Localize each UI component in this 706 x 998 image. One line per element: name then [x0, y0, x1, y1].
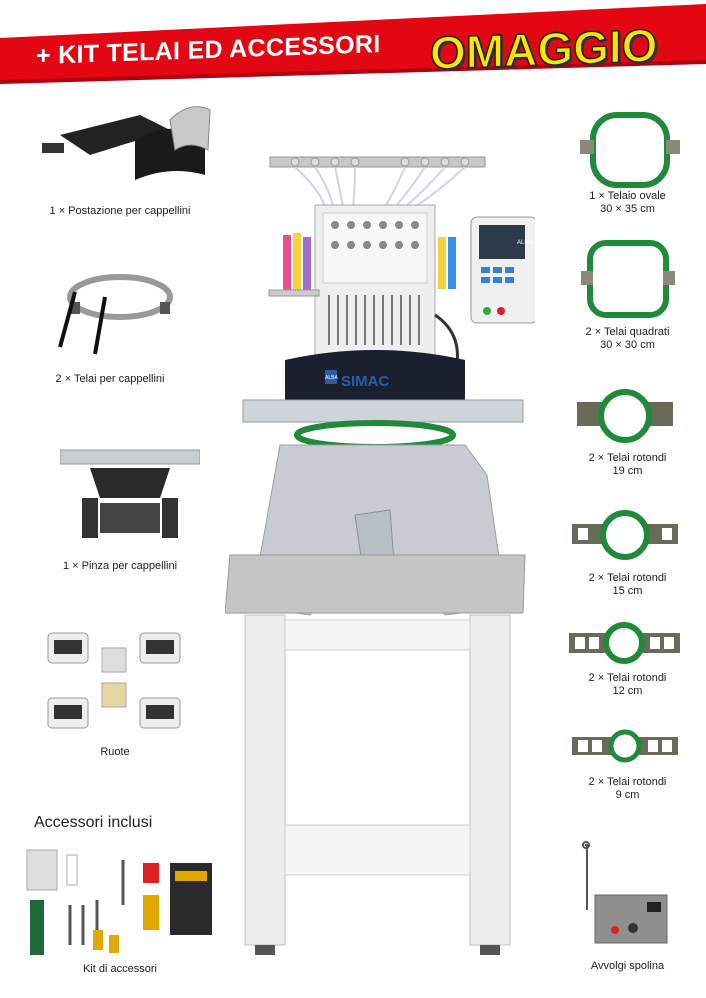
left-item-caption: 2 × Telai per cappellini: [55, 373, 165, 385]
right-item-line1: 2 × Telai rotondi: [588, 452, 667, 464]
left-item-caption: Ruote: [100, 746, 130, 758]
round-hoop-15-image: [570, 508, 680, 564]
right-item-line2: 30 × 35 cm: [600, 203, 655, 215]
right-item-caption: Avvolgi spolina: [590, 960, 665, 972]
right-item-caption: 2 × Telai rotondi 12 cm: [560, 672, 695, 698]
wheels-image: [40, 628, 190, 738]
left-item-caption: 1 × Postazione per cappellini: [49, 205, 191, 217]
right-item-line2: 9 cm: [615, 789, 640, 801]
right-item-line1: 1 × Telaio ovale: [589, 190, 666, 202]
cap-station-image: [40, 95, 215, 195]
oval-hoop-image: [575, 110, 685, 190]
square-hoop-image: [578, 238, 678, 320]
round-hoop-9-image: [570, 728, 680, 764]
accessory-kit-image: [25, 845, 215, 960]
promo-banner: + KIT TELAI ED ACCESSORI OMAGGIO: [0, 0, 706, 92]
right-item-caption: 2 × Telai rotondi 15 cm: [560, 572, 695, 598]
bobbin-winder-image: [575, 840, 675, 950]
right-item-line1: 2 × Telai rotondi: [588, 572, 667, 584]
right-item-caption: 2 × Telai rotondi 19 cm: [560, 452, 695, 478]
head-logo-badge: [325, 370, 337, 384]
left-item-caption: Kit di accessori: [83, 963, 157, 975]
right-item-line1: 2 × Telai rotondi: [588, 776, 667, 788]
cap-clamp-image: [60, 448, 200, 543]
head-logo: ALBA: [325, 375, 338, 381]
right-item-line2: 15 cm: [612, 585, 643, 597]
right-item-line1: 2 × Telai rotondi: [588, 672, 667, 684]
right-item-caption: 2 × Telai rotondi 9 cm: [560, 776, 695, 802]
left-item-caption: 1 × Pinza per cappellini: [62, 560, 178, 572]
right-item-caption: 2 × Telai quadrati 30 × 30 cm: [560, 326, 695, 352]
right-item-line2: 30 × 30 cm: [600, 339, 655, 351]
round-hoop-12-image: [567, 620, 682, 666]
banner-highlight: OMAGGIO: [429, 18, 658, 79]
round-hoop-19-image: [575, 388, 675, 444]
right-item-line2: 19 cm: [612, 465, 643, 477]
machine-brand: SIMAC: [341, 373, 390, 390]
right-item-line1: 2 × Telai quadrati: [585, 326, 670, 338]
panel-logo: ALBA: [517, 240, 532, 246]
embroidery-machine: ALBA ALBA SIMAC: [225, 145, 535, 975]
accessories-title: Accessori inclusi: [34, 814, 153, 831]
cap-hoop-image: [50, 262, 180, 357]
right-item-caption: 1 × Telaio ovale 30 × 35 cm: [560, 190, 695, 216]
right-item-line2: 12 cm: [612, 685, 643, 697]
